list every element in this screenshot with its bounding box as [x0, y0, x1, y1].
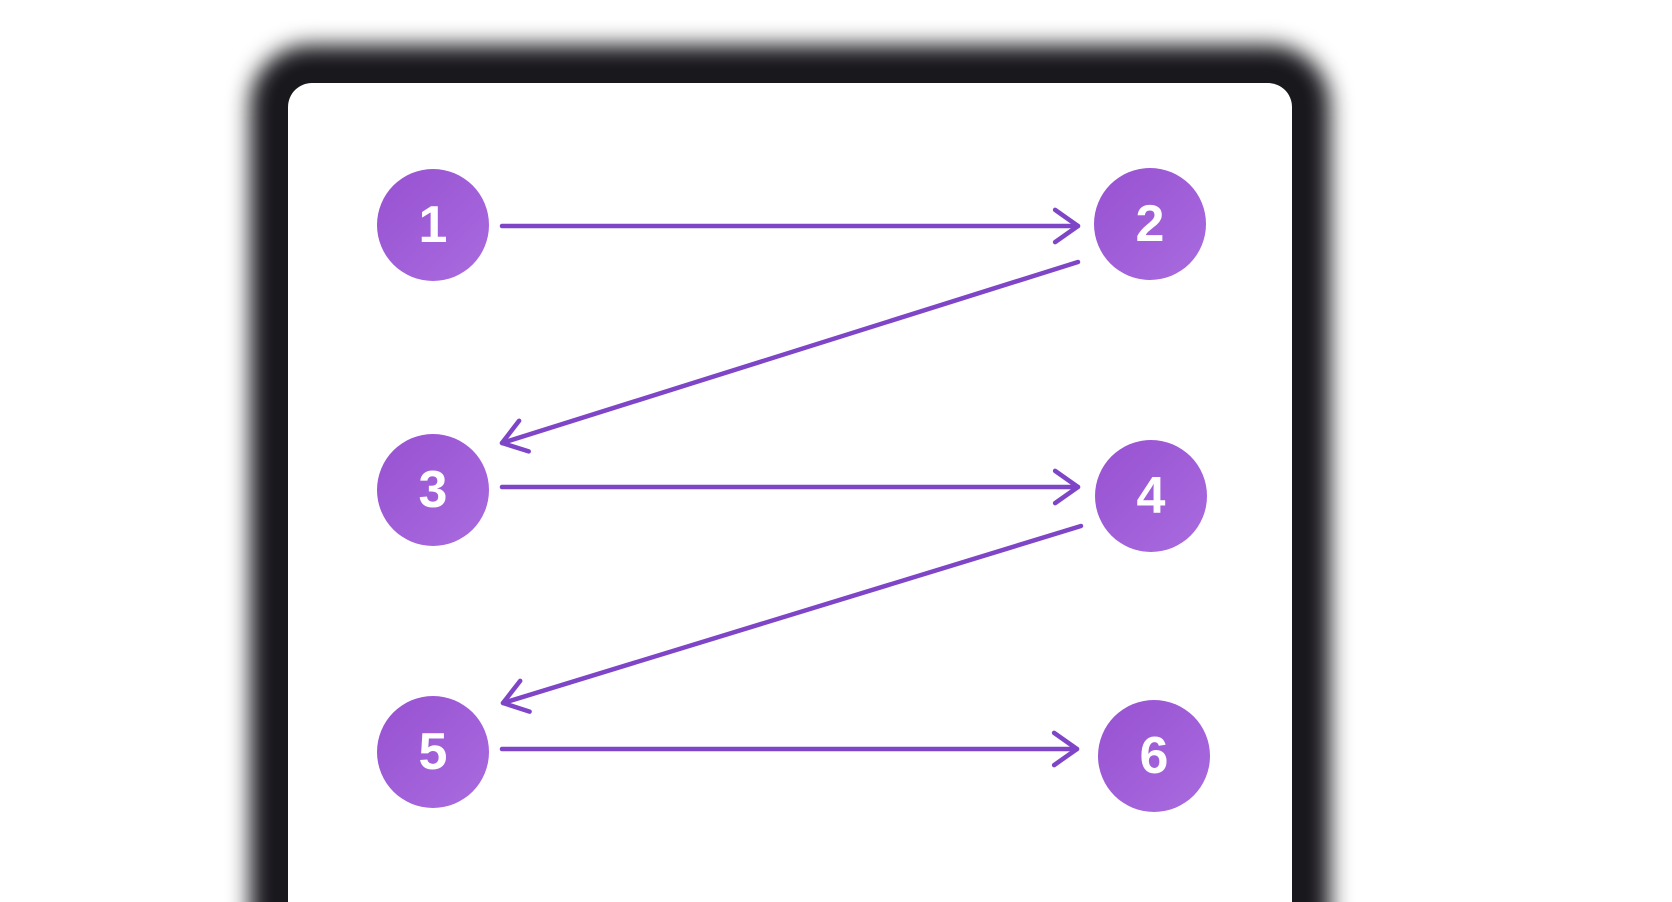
node-label: 2	[1135, 195, 1165, 253]
node-circle-step-1: 1	[377, 169, 489, 281]
node-circle-step-5: 5	[377, 696, 489, 808]
node-label: 3	[418, 461, 448, 519]
node-circle-step-6: 6	[1098, 700, 1210, 812]
node-circle-step-2: 2	[1094, 168, 1206, 280]
node-label: 6	[1139, 727, 1169, 785]
node-circle-step-3: 3	[377, 434, 489, 546]
node-label: 4	[1136, 467, 1166, 525]
node-circle-step-4: 4	[1095, 440, 1207, 552]
node-label: 5	[418, 723, 448, 781]
node-label: 1	[418, 196, 448, 254]
